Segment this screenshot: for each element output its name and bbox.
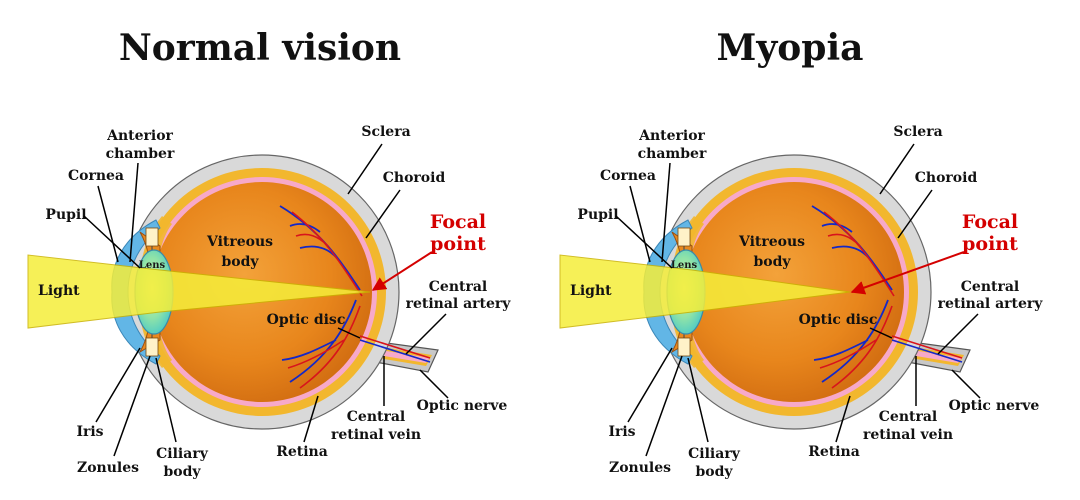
label-central-retinal-artery-line2: retinal artery (938, 296, 1044, 312)
label-optic-nerve: Optic nerve (949, 398, 1040, 414)
label-central-retinal-artery-line2: retinal artery (406, 296, 512, 312)
label-vitreous-body-line1: Vitreous (206, 234, 273, 250)
label-central-retinal-vein-line1: Central (879, 409, 937, 425)
label-choroid: Choroid (383, 170, 446, 186)
label-optic-disc: Optic disc (799, 312, 878, 328)
focal-arrow-normal (371, 251, 433, 291)
panel-myopia: Myopia Light Lens Vitreous body Anterior… (559, 27, 1044, 480)
light-beam-myopia (559, 254, 851, 329)
label-lens: Lens (139, 260, 166, 271)
label-ciliary-body-line1: Ciliary (156, 446, 209, 462)
label-focal-point-line1: Focal (430, 211, 486, 233)
label-sclera: Sclera (893, 124, 942, 140)
label-focal-point-line1: Focal (962, 211, 1018, 233)
label-vitreous-body-line2: body (221, 254, 259, 270)
label-anterior-chamber-line1: Anterior (106, 128, 173, 144)
label-central-retinal-artery-line1: Central (429, 279, 487, 295)
label-anterior-chamber-line1: Anterior (638, 128, 705, 144)
label-ciliary-body-line2: body (695, 464, 733, 480)
label-vitreous-body-line1: Vitreous (738, 234, 805, 250)
label-central-retinal-vein-line2: retinal vein (331, 427, 421, 443)
label-ciliary-body-line1: Ciliary (688, 446, 741, 462)
label-lens: Lens (671, 260, 698, 271)
label-central-retinal-vein-line1: Central (347, 409, 405, 425)
title-normal-vision: Normal vision (119, 27, 401, 69)
label-cornea: Cornea (600, 168, 656, 184)
label-iris: Iris (608, 424, 635, 440)
label-choroid: Choroid (915, 170, 978, 186)
label-sclera: Sclera (361, 124, 410, 140)
label-retina: Retina (276, 444, 328, 460)
label-central-retinal-artery-line1: Central (961, 279, 1019, 295)
label-zonules: Zonules (77, 460, 139, 476)
label-vitreous-body-line2: body (753, 254, 791, 270)
label-ciliary-body-line2: body (163, 464, 201, 480)
label-anterior-chamber-line2: chamber (638, 146, 707, 162)
light-beam-normal (27, 254, 371, 329)
label-retina: Retina (808, 444, 860, 460)
label-pupil: Pupil (45, 207, 86, 223)
panel-normal-vision: Normal vision Light Lens Vitreous body A… (27, 27, 512, 480)
label-optic-disc: Optic disc (267, 312, 346, 328)
label-light: Light (570, 283, 612, 299)
label-anterior-chamber-line2: chamber (106, 146, 175, 162)
label-focal-point-line2: point (962, 233, 1018, 255)
label-cornea: Cornea (68, 168, 124, 184)
label-pupil: Pupil (577, 207, 618, 223)
label-light: Light (38, 283, 80, 299)
label-iris: Iris (76, 424, 103, 440)
label-focal-point-line2: point (430, 233, 486, 255)
label-central-retinal-vein-line2: retinal vein (863, 427, 953, 443)
label-optic-nerve: Optic nerve (417, 398, 508, 414)
focal-arrow-myopia (850, 251, 965, 295)
label-zonules: Zonules (609, 460, 671, 476)
title-myopia: Myopia (717, 27, 864, 69)
